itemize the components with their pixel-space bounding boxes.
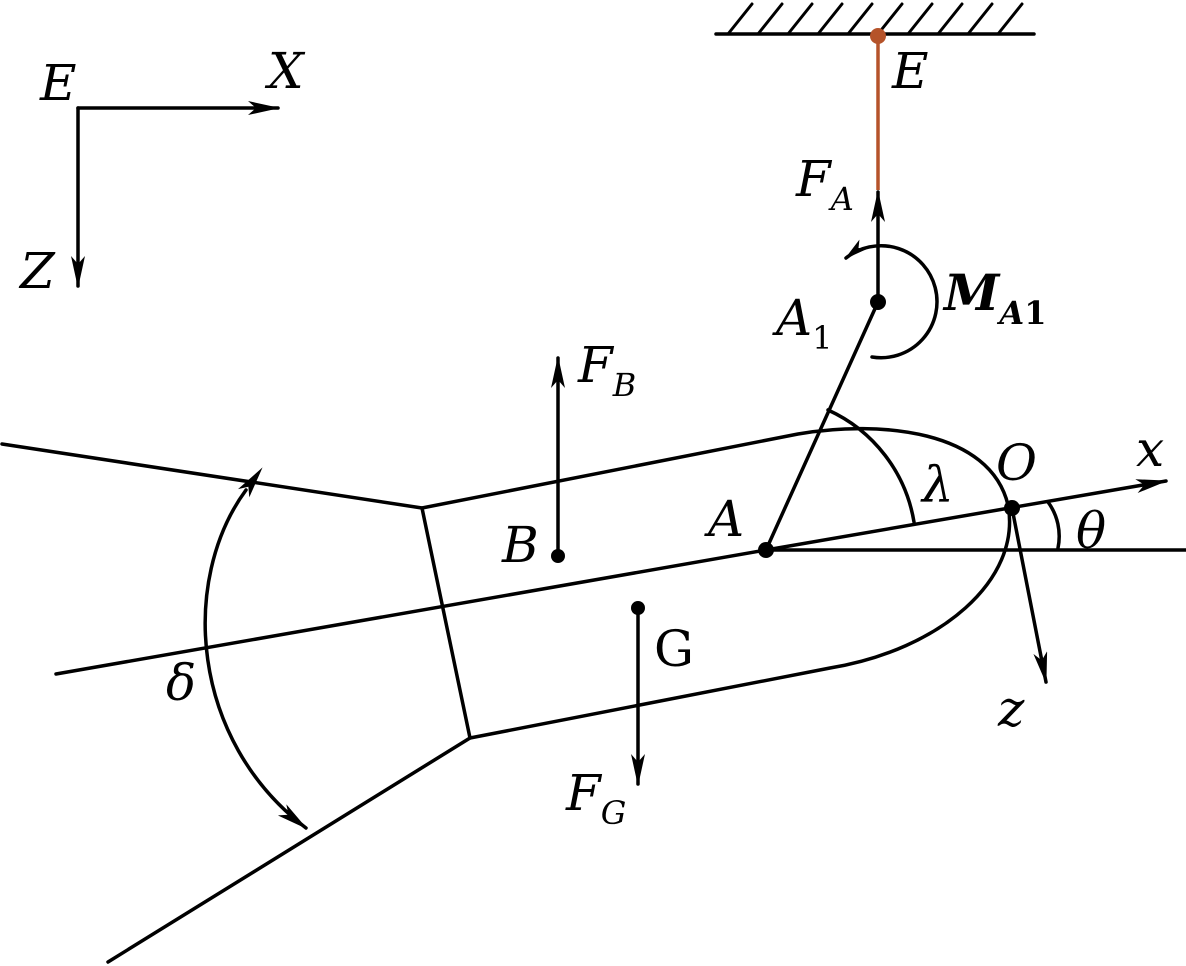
point-a-label: A bbox=[704, 490, 744, 548]
reference-frame: E X Z bbox=[18, 42, 306, 300]
body-x-axis bbox=[764, 479, 1168, 552]
moment-ma1-label: MA1 bbox=[942, 263, 1046, 332]
body-points: A O B G bbox=[501, 434, 1037, 678]
point-o-label: O bbox=[996, 434, 1037, 492]
point-b-label: B bbox=[501, 516, 539, 574]
frame-z-label: Z bbox=[18, 242, 56, 300]
body-forces: FB FG bbox=[551, 336, 645, 832]
point-e-dot bbox=[870, 28, 886, 44]
angle-delta-arc bbox=[203, 467, 308, 830]
bridle-forces: FA MA1 A1 bbox=[764, 150, 1046, 552]
point-a1-label: A1 bbox=[772, 289, 832, 357]
force-fg-label: FG bbox=[565, 764, 626, 832]
force-fb-label: FB bbox=[577, 336, 636, 404]
angle-lambda-label: λ bbox=[920, 456, 954, 514]
ceiling-hatching bbox=[726, 2, 1024, 36]
point-e-label: E bbox=[891, 42, 929, 100]
centerline bbox=[54, 548, 768, 676]
fixed-support: E bbox=[714, 2, 1036, 190]
angle-delta-label: δ bbox=[166, 654, 196, 712]
moment-ma1-arc bbox=[844, 239, 939, 360]
frame-origin-label: E bbox=[39, 54, 77, 112]
body-axes: x z bbox=[764, 420, 1168, 738]
point-a1-dot bbox=[870, 294, 886, 310]
angles: λ θ δ bbox=[166, 408, 1106, 830]
angle-theta-arc bbox=[1046, 500, 1061, 550]
frame-x-label: X bbox=[264, 42, 306, 100]
point-o-dot bbox=[1004, 500, 1020, 516]
bridle-line bbox=[764, 300, 880, 552]
angle-theta-label: θ bbox=[1076, 502, 1106, 560]
point-g-label: G bbox=[654, 620, 694, 678]
body-z-label: z bbox=[997, 680, 1025, 738]
body-z-axis bbox=[1010, 506, 1048, 684]
angle-lambda-arc bbox=[826, 408, 916, 524]
tail-lower-line bbox=[106, 736, 472, 964]
tail-upper-line bbox=[0, 442, 424, 510]
force-fa-label: FA bbox=[795, 150, 854, 218]
point-a-dot bbox=[758, 542, 774, 558]
body-x-label: x bbox=[1136, 420, 1164, 478]
